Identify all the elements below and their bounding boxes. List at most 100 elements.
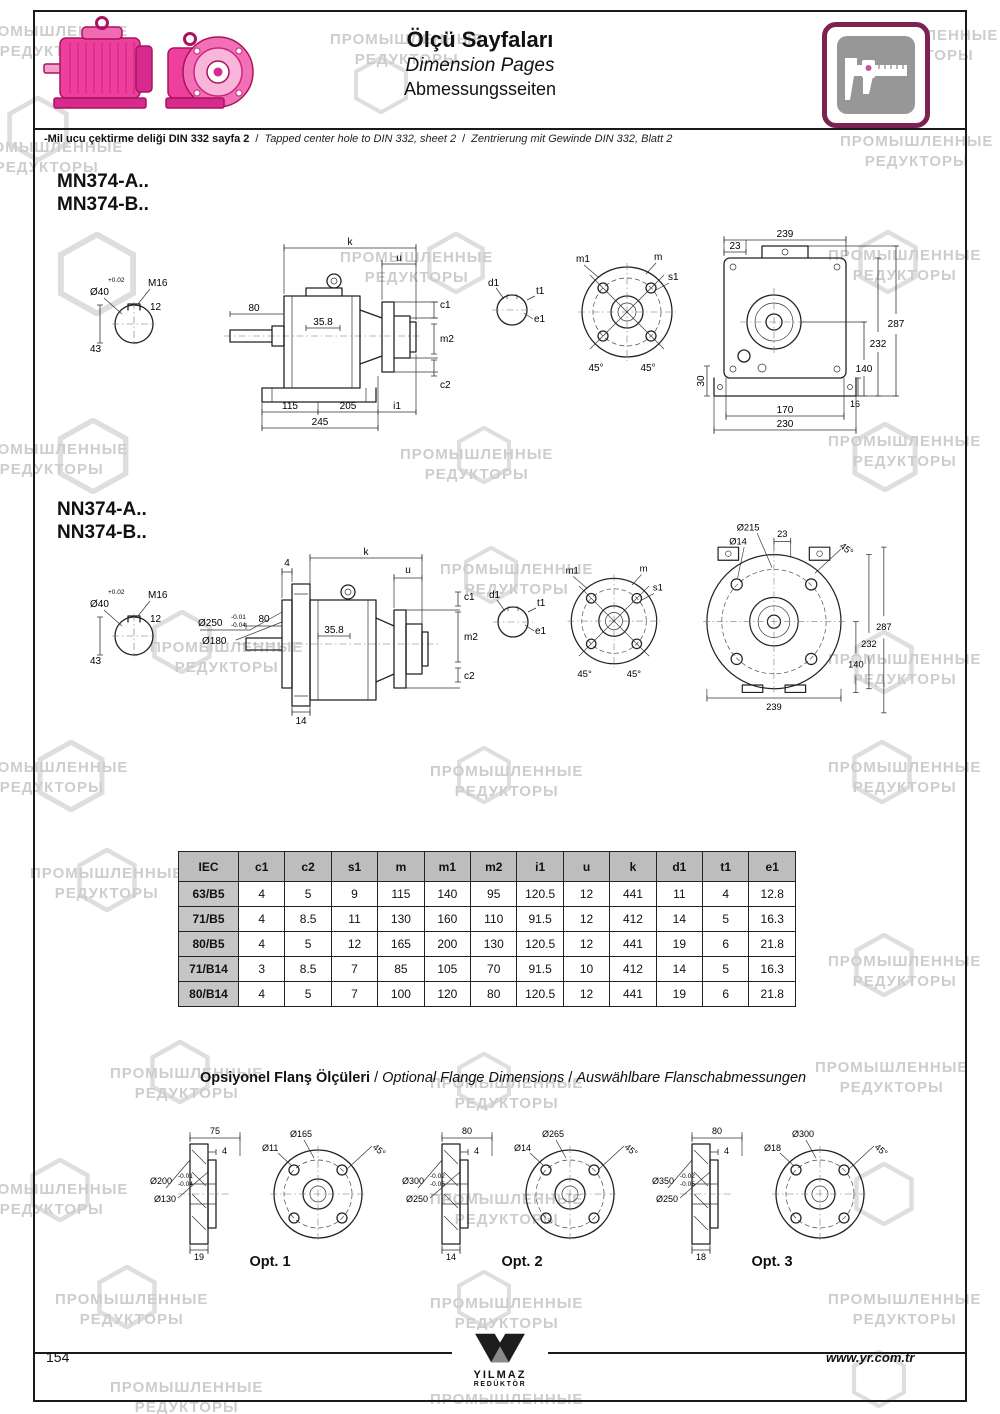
dimension-value: 8.5 <box>284 906 332 932</box>
watermark-hexagon <box>464 546 518 604</box>
dim-bottom: 19 <box>194 1252 204 1262</box>
dimension-value: 441 <box>609 881 657 907</box>
iec-row-label: 80/B5 <box>178 931 239 957</box>
dim-239: 239 <box>766 702 782 712</box>
dim-t1: t1 <box>536 286 545 297</box>
dimension-value: 4 <box>702 881 750 907</box>
dim-45deg-right: 45° <box>640 363 655 374</box>
dim-out-tol-upper: -0.01 <box>178 1173 193 1180</box>
watermark-hexagon <box>37 740 105 812</box>
dimension-value: 12 <box>562 881 611 907</box>
din-note: -Mil ucu çektirme deliği DIN 332 sayfa 2… <box>44 133 672 145</box>
dim-a: 75 <box>210 1126 220 1136</box>
column-header: i1 <box>516 851 564 882</box>
dimension-value: 4 <box>237 981 286 1007</box>
watermark-hexagon <box>7 96 69 162</box>
dimension-value: 5 <box>284 881 332 907</box>
dim-bolt-circle: Ø265 <box>542 1129 564 1139</box>
watermark-hexagon <box>858 230 918 294</box>
yilmaz-logo-emblem <box>475 1333 525 1363</box>
dim-45deg: 45° <box>873 1142 890 1159</box>
dim-thread: M16 <box>148 590 168 601</box>
dimension-value: 10 <box>562 956 611 982</box>
dimension-value: 130 <box>377 906 425 932</box>
mn374-shaft-end-view: +0.02 Ø40 M16 12 43 <box>90 277 168 355</box>
dim-outer-diameter: Ø300 <box>402 1176 424 1186</box>
dim-hole-diameter: Ø18 <box>764 1143 781 1153</box>
dim-b: 4 <box>222 1146 227 1156</box>
dimension-value: 441 <box>609 981 657 1007</box>
dimension-value: 3 <box>237 956 286 982</box>
dim-i1: i1 <box>393 401 401 412</box>
dim-115: 115 <box>282 401 298 412</box>
nn374-input-shaft-detail: d1 t1 e1 <box>489 590 547 638</box>
column-header: u <box>562 851 611 882</box>
dim-45deg-left: 45° <box>577 669 592 680</box>
dimension-value: 12.8 <box>748 881 796 907</box>
dimension-value: 11 <box>330 906 379 932</box>
dim-c1: c1 <box>464 592 475 603</box>
dimension-value: 100 <box>377 981 425 1007</box>
dim-bottom: 14 <box>446 1252 456 1262</box>
dim-m2: m2 <box>440 334 454 345</box>
watermark-hexagon <box>30 1158 90 1222</box>
column-header: s1 <box>330 851 379 882</box>
dim-m: m <box>654 252 662 263</box>
dim-key-width: 12 <box>150 614 162 625</box>
dim-hole-diameter: Ø14 <box>729 536 747 546</box>
dim-hole-diameter: Ø14 <box>514 1143 531 1153</box>
dim-230: 230 <box>777 419 794 430</box>
dim-80: 80 <box>248 303 260 314</box>
column-header: k <box>609 851 657 882</box>
dim-d1: d1 <box>489 590 501 601</box>
dimension-value: 19 <box>655 931 704 957</box>
dim-spigot-od: Ø180 <box>202 636 227 647</box>
watermark-hexagon <box>150 1040 210 1104</box>
dimension-value: 120 <box>423 981 472 1007</box>
option-3-label: Opt. 3 <box>751 1254 793 1270</box>
dim-80: 80 <box>258 614 270 625</box>
dimension-value: 14 <box>655 906 704 932</box>
flange-title-german: Auswählbare Flanschabmessungen <box>576 1070 807 1086</box>
page-title-english: Dimension Pages <box>405 54 555 76</box>
dim-30: 30 <box>696 375 707 387</box>
dimension-value: 200 <box>423 931 472 957</box>
dimension-value: 160 <box>423 906 472 932</box>
page-title-turkish: Ölçü Sayfaları <box>406 27 554 52</box>
dimension-value: 140 <box>423 881 472 907</box>
dimension-value: 11 <box>655 881 704 907</box>
nn374-front-view: Ø215 Ø14 23 45° 287 232 140 239 <box>703 522 892 714</box>
dim-m1: m1 <box>566 566 579 577</box>
flange-title-english: Optional Flange Dimensions <box>382 1070 565 1086</box>
dim-14: 14 <box>295 716 307 727</box>
option-1-label: Opt. 1 <box>249 1254 291 1270</box>
dim-bolt-circle: Ø165 <box>290 1129 312 1139</box>
dim-key-width: 12 <box>150 302 162 313</box>
dim-out-tol-lower: -0.05 <box>430 1181 445 1188</box>
model-nn374-b: NN374-B.. <box>57 522 147 544</box>
model-title-nn374: NN374-A.. NN374-B.. <box>57 498 147 544</box>
column-header: d1 <box>655 851 704 882</box>
iec-row-label: 71/B14 <box>178 956 239 982</box>
table-row: 71/B5 4 8.5 11 130 160 110 91.5 12 412 1… <box>178 906 796 932</box>
dimension-value: 110 <box>470 906 518 932</box>
model-nn374-a: NN374-A.. <box>57 499 147 520</box>
dim-inner-diameter: Ø250 <box>406 1194 428 1204</box>
column-header: e1 <box>748 851 796 882</box>
dimension-value: 441 <box>609 931 657 957</box>
watermark-hexagon <box>852 740 912 804</box>
iec-row-label: 80/B14 <box>178 981 239 1007</box>
dim-170: 170 <box>777 405 794 416</box>
dim-out-tol-upper: -0.02 <box>430 1173 445 1180</box>
